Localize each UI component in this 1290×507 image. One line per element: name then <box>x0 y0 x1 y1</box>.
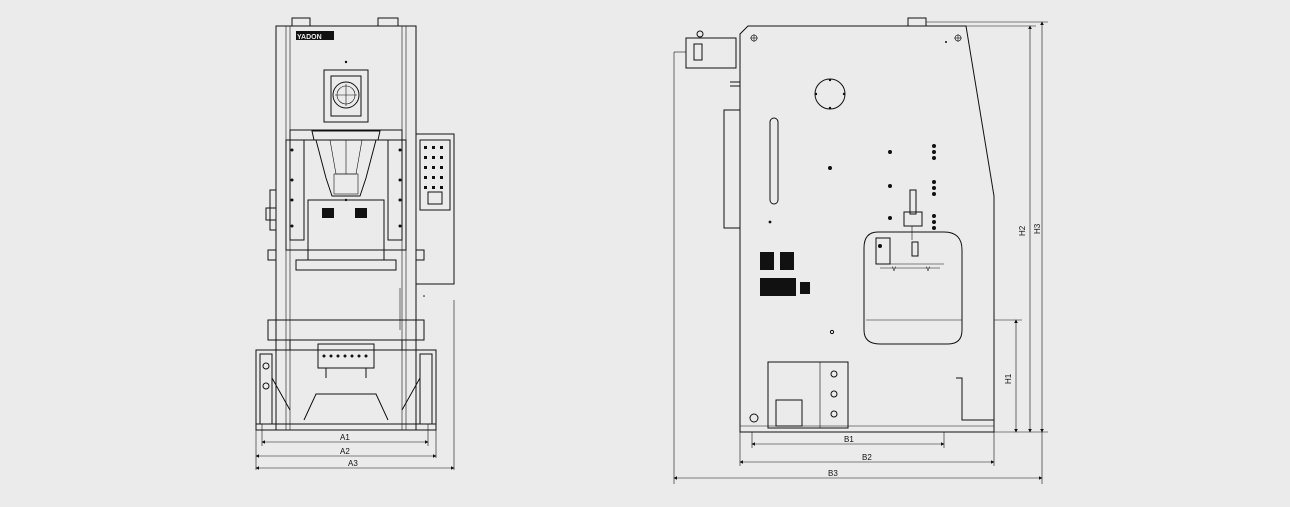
dim-h3: H3 <box>1033 223 1042 234</box>
dim-a1: A1 <box>340 433 350 442</box>
brand-logo <box>296 31 334 40</box>
dim-b3: B3 <box>828 469 838 478</box>
control-keypad <box>424 146 443 189</box>
brand-mark: YADON <box>297 34 322 41</box>
svg-text:V: V <box>892 267 896 273</box>
dim-h2: H2 <box>1018 225 1027 236</box>
dim-a3: A3 <box>348 459 358 468</box>
dim-h1: H1 <box>1004 373 1013 384</box>
side-view: V V B1 B2 <box>673 17 1048 484</box>
dim-b1: B1 <box>844 435 854 444</box>
feed-unit-buttons <box>322 354 368 358</box>
front-dimensions: A1 A2 A3 <box>255 300 455 470</box>
dim-b2: B2 <box>862 453 872 462</box>
side-dimensions: B1 B2 B3 H1 H2 H3 <box>673 21 1048 484</box>
electrical-blocks <box>760 252 810 296</box>
dim-a2: A2 <box>340 447 350 456</box>
front-view: YADON <box>255 17 455 470</box>
svg-text:V: V <box>926 267 930 273</box>
